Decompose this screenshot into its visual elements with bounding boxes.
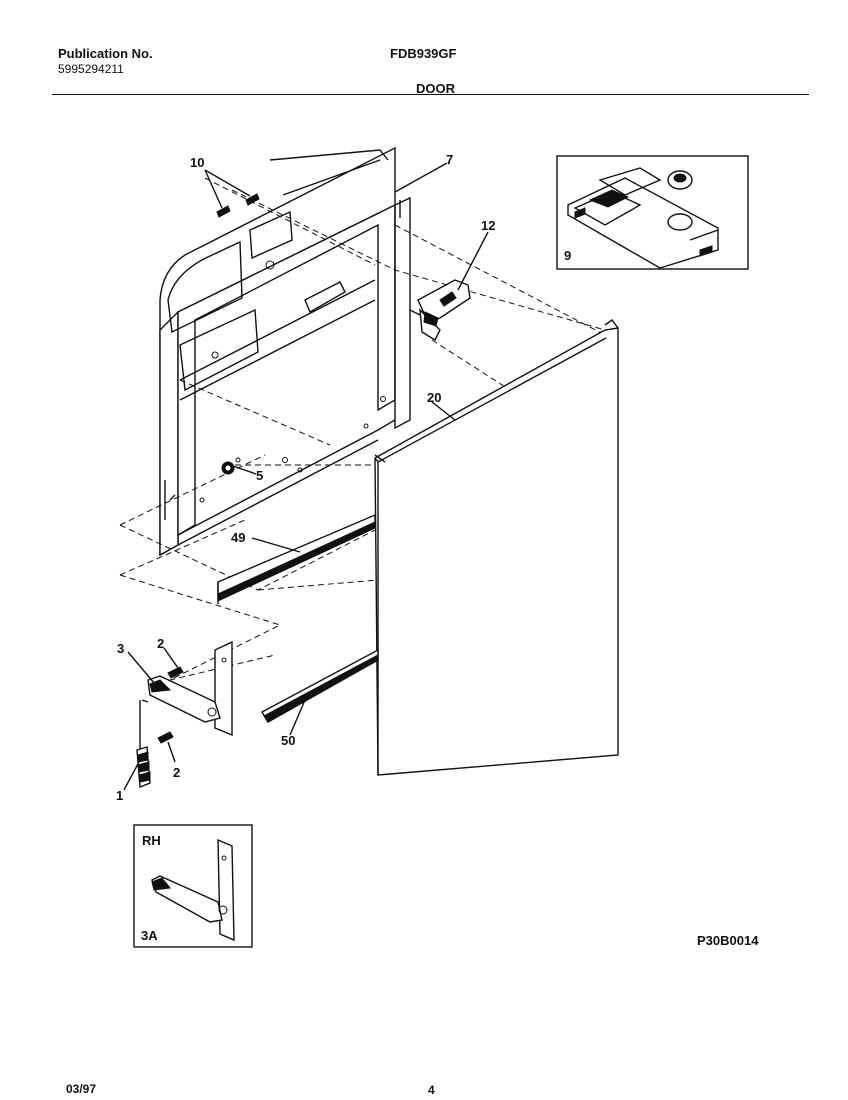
- callout-3: 3: [117, 641, 124, 656]
- leader-lines: [123, 162, 489, 791]
- callout-10: 10: [190, 155, 204, 170]
- callout-49: 49: [231, 530, 245, 545]
- callout-2-lower: 2: [173, 765, 180, 780]
- callout-1: 1: [116, 788, 123, 803]
- inset-rh-hinge: RH 3A: [133, 824, 253, 948]
- model-number: FDB939GF: [390, 46, 457, 61]
- inset-3a-side-label: RH: [142, 833, 161, 848]
- callout-2-upper: 2: [157, 636, 164, 651]
- hinge-assembly: [147, 640, 233, 744]
- section-title: DOOR: [416, 81, 455, 96]
- inset-3a-part-label: 3A: [141, 928, 158, 943]
- inner-door-frame: [159, 146, 411, 557]
- door-seal: [217, 513, 376, 604]
- outer-door-panel: [374, 319, 619, 776]
- publication-label: Publication No.: [58, 46, 153, 61]
- washer: [221, 461, 235, 475]
- publication-number: 5995294211: [58, 62, 124, 76]
- page-number: 4: [428, 1083, 435, 1097]
- header-rule: [52, 94, 809, 95]
- diagram-reference: P30B0014: [697, 933, 759, 948]
- hinge-spring: [136, 699, 151, 789]
- bottom-trim: [261, 648, 379, 723]
- inset-9-label: 9: [564, 248, 571, 263]
- callout-7: 7: [446, 152, 453, 167]
- frame-screws: [216, 193, 260, 218]
- callout-50: 50: [281, 733, 295, 748]
- callout-5: 5: [256, 468, 263, 483]
- inset-dispenser: 9: [556, 155, 749, 270]
- callout-20: 20: [427, 390, 441, 405]
- footer-date: 03/97: [66, 1082, 97, 1096]
- door-latch: [409, 279, 471, 341]
- callout-12: 12: [481, 218, 495, 233]
